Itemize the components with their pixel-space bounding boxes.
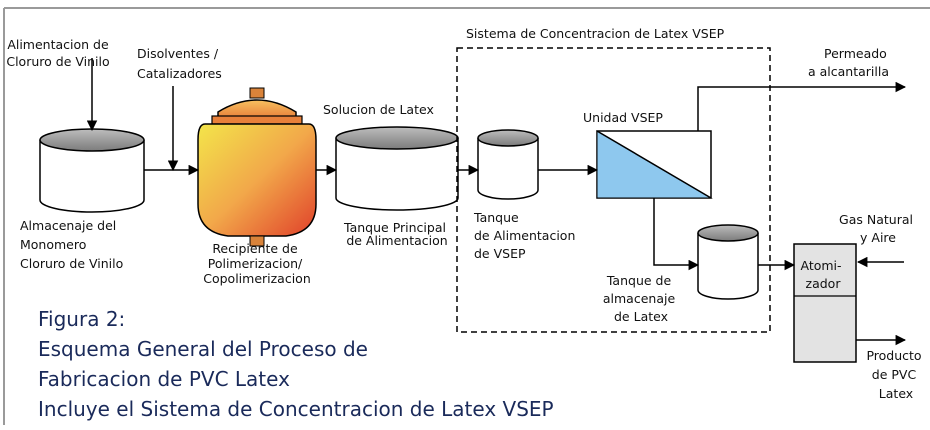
vsep-unit: [596, 130, 713, 199]
label-monomer-storage: Almacenaje del Monomero Cloruro de Vinil…: [20, 218, 123, 271]
label-latex-solution: Solucion de Latex: [323, 102, 434, 117]
label-solvents: Disolventes / Catalizadores: [137, 46, 222, 81]
vsep-system-boundary: [456, 47, 771, 333]
atomizer: [793, 243, 857, 363]
label-reactor: Recipiente de Polimerizacion/ Copolimeri…: [203, 241, 311, 286]
label-feed: Alimentacion de Cloruro de Vinilo: [6, 37, 112, 69]
label-atomizer: Atomi- zador: [800, 258, 845, 291]
vsep-feed-tank: [477, 129, 539, 200]
latex-storage-tank: [697, 224, 759, 300]
polymerization-reactor: [197, 87, 317, 247]
label-permeate: Permeado a alcantarilla: [808, 46, 891, 79]
figure-caption: Figura 2: Esquema General del Proceso de…: [38, 307, 554, 421]
label-latex-storage: Tanque de almacenaje de Latex: [603, 273, 679, 324]
label-product: Producto de PVC Latex: [866, 348, 925, 401]
label-vsep-system: Sistema de Concentracion de Latex VSEP: [466, 26, 725, 41]
monomer-storage-tank: [39, 128, 145, 213]
main-feed-tank: [335, 126, 459, 211]
label-gas: Gas Natural y Aire: [839, 212, 917, 245]
label-vsep-feed-tank: Tanque de Alimentacion de VSEP: [473, 210, 579, 261]
label-vsep-unit: Unidad VSEP: [583, 110, 663, 125]
label-main-feed-tank: Tanque Principal de Alimentacion: [343, 220, 450, 248]
flow-lines: [86, 58, 907, 346]
